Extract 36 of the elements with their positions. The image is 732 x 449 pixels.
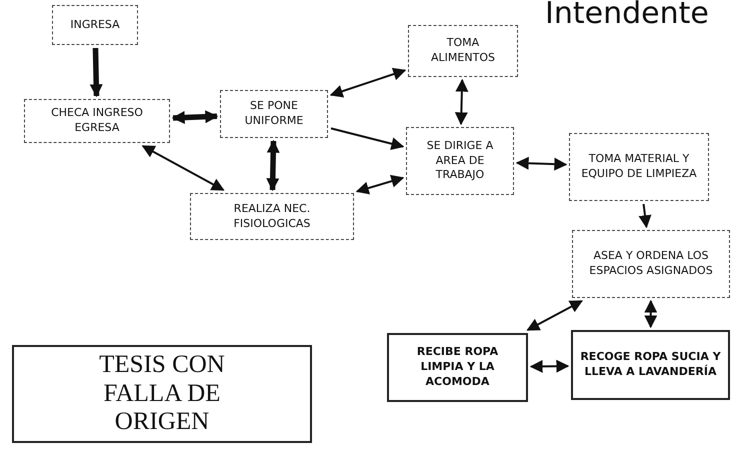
arrow (330, 68, 406, 98)
process-box (24, 99, 170, 143)
arrow (526, 300, 583, 331)
process-box (190, 193, 354, 240)
arrow (356, 174, 404, 194)
process-box (408, 25, 518, 77)
arrow (516, 156, 568, 171)
arrow (330, 127, 404, 150)
step-label: RECOGE ROPA SUCIA Y LLEVA A LAVANDERÍA (579, 350, 722, 380)
arrow (638, 204, 652, 228)
stamp-text: TESIS CON FALLA DE ORIGEN (98, 350, 226, 438)
step-label: TOMA MATERIAL Y EQUIPO DE LIMPIEZA (580, 152, 698, 182)
step-label: REALIZA NEC. FISIOLOGICAS (232, 202, 312, 232)
arrow (172, 110, 218, 124)
step-label: RECIBE ROPA LIMPIA Y LA ACOMODA (416, 345, 500, 390)
arrow (266, 140, 280, 192)
step-label: TOMA ALIMENTOS (430, 36, 496, 66)
process-box (571, 330, 730, 400)
step-label: INGRESA (70, 18, 120, 32)
arrow (530, 360, 570, 373)
arrow (454, 78, 468, 126)
process-box (52, 5, 138, 45)
step-label: CHECA INGRESO EGRESA (50, 106, 144, 136)
step-label: ASEA Y ORDENA LOS ESPACIOS ASIGNADOS (588, 249, 714, 279)
process-box (406, 127, 514, 195)
arrow (90, 48, 103, 98)
step-label: SE DIRIGE A AREA DE TRABAJO (426, 138, 494, 184)
arrow (644, 300, 658, 328)
diagram-title: Intendente (545, 0, 709, 31)
step-label: SE PONE UNIFORME (244, 99, 304, 129)
process-box (220, 90, 328, 138)
process-box (572, 230, 730, 298)
arrow (142, 145, 225, 191)
process-box (569, 133, 709, 201)
process-box (387, 333, 528, 402)
stamp-box (12, 345, 312, 443)
